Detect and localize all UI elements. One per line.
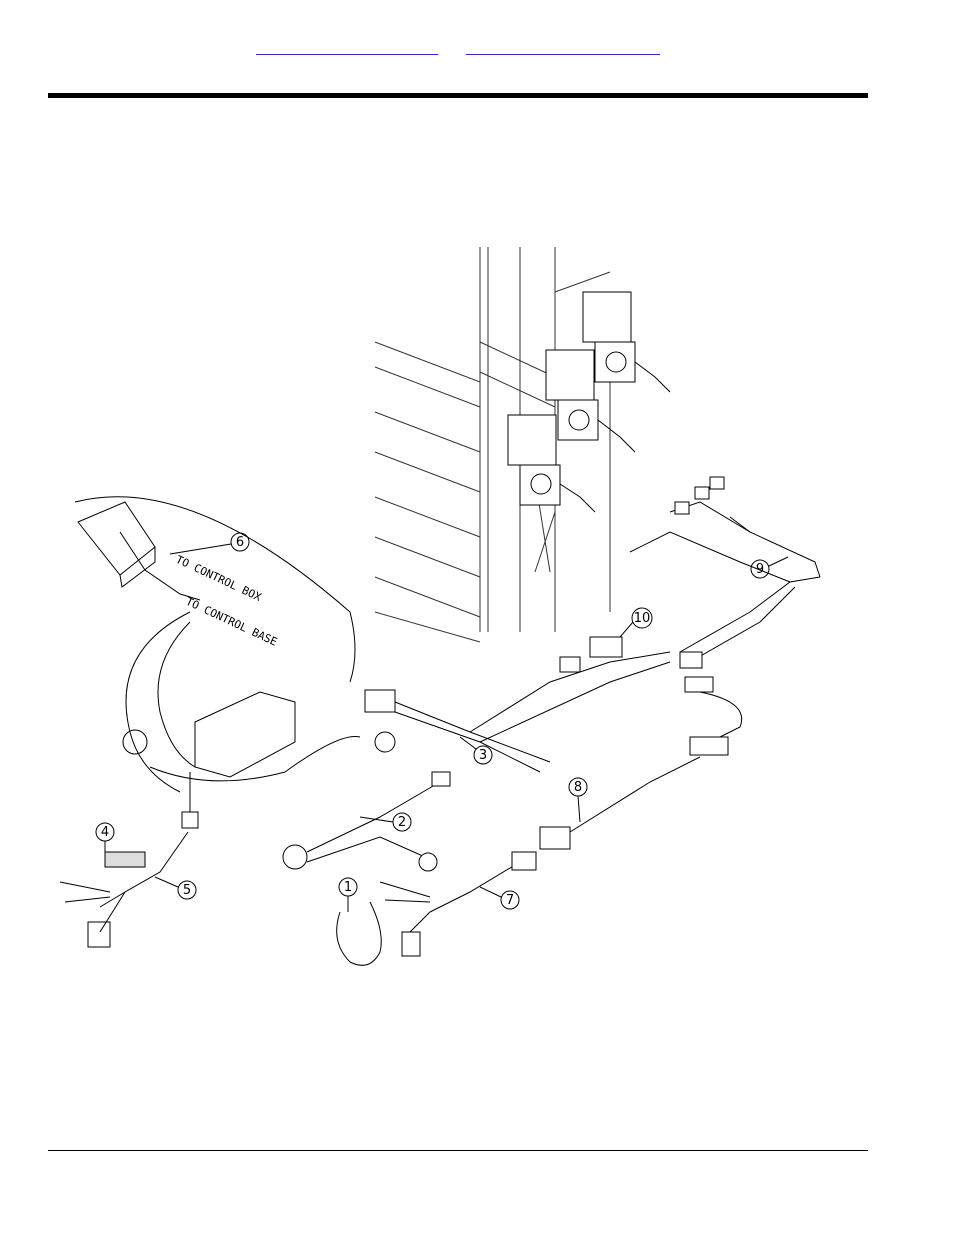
header-links xyxy=(0,40,954,60)
harness-5 xyxy=(60,832,188,947)
harness-2 xyxy=(283,772,450,871)
callout-3: 3 xyxy=(479,748,487,763)
parts-diagram: 1 2 3 4 5 6 7 8 9 10 TO CONTROL BOX TO C… xyxy=(50,232,840,984)
harness-1 xyxy=(337,902,382,965)
header-rule xyxy=(48,93,868,98)
connector-10 xyxy=(590,637,622,657)
annotation-control-base: TO CONTROL BASE xyxy=(184,595,280,649)
control-base xyxy=(123,612,360,828)
callout-5: 5 xyxy=(183,883,191,898)
footer-rule xyxy=(48,1150,868,1151)
header-link-2[interactable] xyxy=(466,40,660,55)
harness-3 xyxy=(365,652,670,772)
control-box xyxy=(75,497,355,682)
harness-8 xyxy=(540,737,728,849)
callout-6: 6 xyxy=(236,535,244,550)
harness-9 xyxy=(630,477,820,737)
callout-2: 2 xyxy=(398,815,406,830)
callout-10: 10 xyxy=(634,611,651,626)
valve-assembly-upper xyxy=(583,292,670,392)
callout-9: 9 xyxy=(756,562,764,577)
callout-1: 1 xyxy=(344,880,352,895)
header-link-1[interactable] xyxy=(256,40,438,55)
machine-frame xyxy=(375,247,610,642)
callout-8: 8 xyxy=(574,780,582,795)
callout-7: 7 xyxy=(506,893,514,908)
callout-4: 4 xyxy=(101,825,109,840)
